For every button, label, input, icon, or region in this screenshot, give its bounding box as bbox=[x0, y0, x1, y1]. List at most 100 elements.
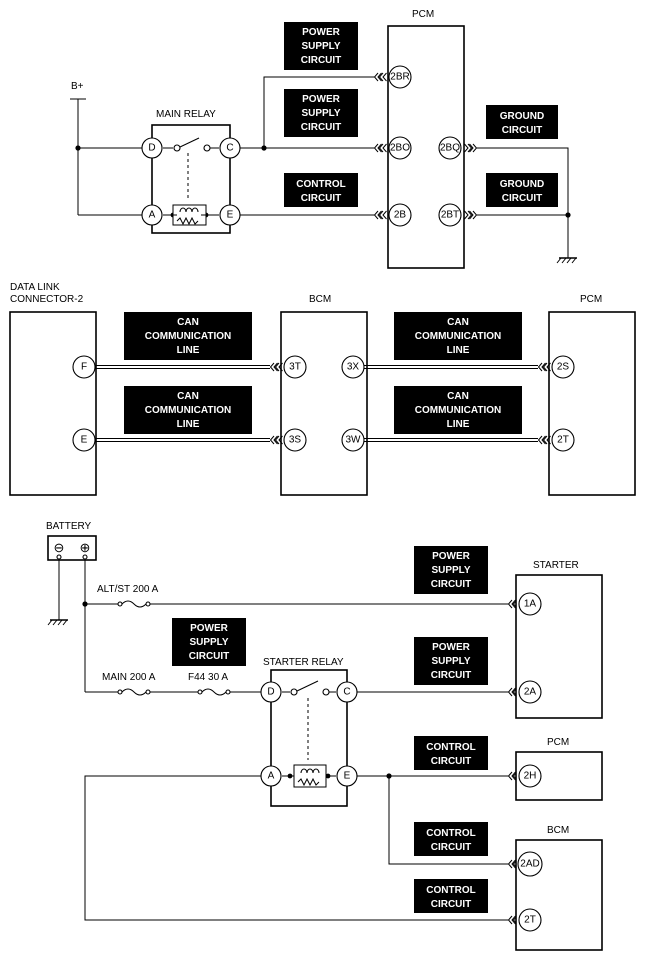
ground-symbol bbox=[556, 257, 578, 264]
label-power-supply-circuit: POWER SUPPLY CIRCUIT bbox=[172, 618, 246, 666]
bcm-box-1 bbox=[280, 311, 368, 496]
dlc-label-line2: CONNECTOR-2 bbox=[10, 294, 84, 305]
ground-symbol bbox=[47, 619, 69, 626]
starter-relay-pin-d: D bbox=[260, 681, 282, 703]
svg-text:3T: 3T bbox=[289, 362, 301, 373]
svg-text:CIRCUIT: CIRCUIT bbox=[431, 899, 472, 910]
pcm-box-3 bbox=[515, 751, 603, 801]
starter-relay-pin-a: A bbox=[260, 765, 282, 787]
dlc-pin-f: F bbox=[72, 355, 96, 379]
pcm-pin-2b: 2B bbox=[388, 203, 412, 227]
svg-text:2BR: 2BR bbox=[390, 72, 409, 83]
svg-text:CONTROL: CONTROL bbox=[426, 885, 475, 896]
main-relay-pin-a: A bbox=[141, 204, 163, 226]
svg-text:POWER: POWER bbox=[432, 642, 471, 653]
svg-text:2BQ: 2BQ bbox=[440, 143, 460, 154]
svg-text:CAN: CAN bbox=[447, 317, 469, 328]
main-relay-pin-e: E bbox=[219, 204, 241, 226]
svg-text:LINE: LINE bbox=[447, 419, 470, 430]
pcm-pin-2s: 2S bbox=[551, 355, 575, 379]
svg-text:CIRCUIT: CIRCUIT bbox=[502, 193, 543, 204]
label-control-circuit: CONTROL CIRCUIT bbox=[284, 173, 358, 207]
label-power-supply-circuit: POWER SUPPLY CIRCUIT bbox=[414, 546, 488, 594]
svg-text:POWER: POWER bbox=[432, 551, 471, 562]
bcm-label-1: BCM bbox=[309, 294, 331, 305]
svg-text:CAN: CAN bbox=[177, 391, 199, 402]
svg-text:2AD: 2AD bbox=[520, 859, 539, 870]
svg-text:LINE: LINE bbox=[177, 419, 200, 430]
svg-text:CONTROL: CONTROL bbox=[426, 742, 475, 753]
svg-text:2A: 2A bbox=[524, 687, 537, 698]
svg-text:COMMUNICATION: COMMUNICATION bbox=[415, 405, 501, 416]
svg-text:2B: 2B bbox=[394, 210, 407, 221]
svg-text:2H: 2H bbox=[524, 771, 537, 782]
fuse-icon bbox=[117, 688, 151, 696]
svg-text:SUPPLY: SUPPLY bbox=[301, 108, 340, 119]
svg-text:CIRCUIT: CIRCUIT bbox=[189, 651, 230, 662]
svg-text:E: E bbox=[227, 210, 234, 221]
label-control-circuit: CONTROL CIRCUIT bbox=[414, 736, 488, 770]
svg-text:D: D bbox=[267, 687, 274, 698]
svg-text:LINE: LINE bbox=[447, 345, 470, 356]
pcm-box-2 bbox=[548, 311, 636, 496]
pcm-pin-2h: 2H bbox=[518, 764, 542, 788]
label-can-communication-line: CAN COMMUNICATION LINE bbox=[124, 312, 252, 360]
svg-text:2T: 2T bbox=[557, 435, 569, 446]
svg-text:1A: 1A bbox=[524, 599, 537, 610]
label-power-supply-circuit: POWER SUPPLY CIRCUIT bbox=[284, 89, 358, 137]
svg-text:CIRCUIT: CIRCUIT bbox=[502, 125, 543, 136]
section-main-relay-circuit: B+ MAIN RELAY D C A E bbox=[70, 9, 578, 269]
battery-positive-icon: ⊕ bbox=[80, 540, 91, 555]
svg-text:COMMUNICATION: COMMUNICATION bbox=[415, 331, 501, 342]
svg-text:E: E bbox=[81, 435, 88, 446]
bcm-pin-3t: 3T bbox=[283, 355, 307, 379]
main-relay-label: MAIN RELAY bbox=[156, 109, 216, 120]
svg-text:SUPPLY: SUPPLY bbox=[301, 41, 340, 52]
svg-text:C: C bbox=[343, 687, 350, 698]
svg-text:CIRCUIT: CIRCUIT bbox=[301, 55, 342, 66]
b-plus-label: B+ bbox=[71, 81, 84, 92]
svg-text:CIRCUIT: CIRCUIT bbox=[431, 756, 472, 767]
svg-text:COMMUNICATION: COMMUNICATION bbox=[145, 405, 231, 416]
pcm-label-1: PCM bbox=[412, 9, 434, 20]
svg-text:CIRCUIT: CIRCUIT bbox=[431, 670, 472, 681]
bcm-pin-2ad: 2AD bbox=[517, 851, 543, 877]
main-relay-pin-d: D bbox=[141, 137, 163, 159]
svg-text:3S: 3S bbox=[289, 435, 302, 446]
section-starter-circuit: BATTERY ⊖ ⊕ ALT/ST 200 A MAIN 200 A F44 … bbox=[46, 521, 603, 951]
svg-text:SUPPLY: SUPPLY bbox=[431, 656, 470, 667]
data-link-connector-box bbox=[9, 311, 97, 496]
svg-text:C: C bbox=[226, 143, 233, 154]
dlc-label-line1: DATA LINK bbox=[10, 282, 60, 293]
starter-pin-1a: 1A bbox=[518, 592, 542, 616]
bcm-label-2: BCM bbox=[547, 825, 569, 836]
bcm-pin-3s: 3S bbox=[283, 428, 307, 452]
starter-relay-pin-e: E bbox=[336, 765, 358, 787]
dlc-pin-e: E bbox=[72, 428, 96, 452]
bcm-pin-3w: 3W bbox=[341, 428, 365, 452]
main-fuse-label: MAIN 200 A bbox=[102, 672, 156, 683]
pcm-pin-2br: 2BR bbox=[388, 65, 412, 89]
svg-text:3X: 3X bbox=[347, 362, 360, 373]
label-can-communication-line: CAN COMMUNICATION LINE bbox=[124, 386, 252, 434]
label-can-communication-line: CAN COMMUNICATION LINE bbox=[394, 312, 522, 360]
label-ground-circuit: GROUND CIRCUIT bbox=[486, 105, 558, 139]
svg-text:F: F bbox=[81, 362, 87, 373]
svg-text:2BT: 2BT bbox=[441, 210, 459, 221]
svg-text:D: D bbox=[148, 143, 155, 154]
section-can-communication: DATA LINK CONNECTOR-2 BCM PCM F E 3T 3S … bbox=[9, 282, 636, 496]
pcm-label-2: PCM bbox=[580, 294, 602, 305]
starter-label: STARTER bbox=[533, 560, 579, 571]
alt-st-fuse-label: ALT/ST 200 A bbox=[97, 584, 159, 595]
svg-text:CONTROL: CONTROL bbox=[426, 828, 475, 839]
svg-text:CONTROL: CONTROL bbox=[296, 179, 345, 190]
starter-relay-pin-c: C bbox=[336, 681, 358, 703]
svg-text:E: E bbox=[344, 771, 351, 782]
svg-text:CIRCUIT: CIRCUIT bbox=[431, 842, 472, 853]
svg-text:SUPPLY: SUPPLY bbox=[431, 565, 470, 576]
svg-text:GROUND: GROUND bbox=[500, 111, 544, 122]
svg-text:GROUND: GROUND bbox=[500, 179, 544, 190]
svg-text:CIRCUIT: CIRCUIT bbox=[431, 579, 472, 590]
label-ground-circuit: GROUND CIRCUIT bbox=[486, 173, 558, 207]
